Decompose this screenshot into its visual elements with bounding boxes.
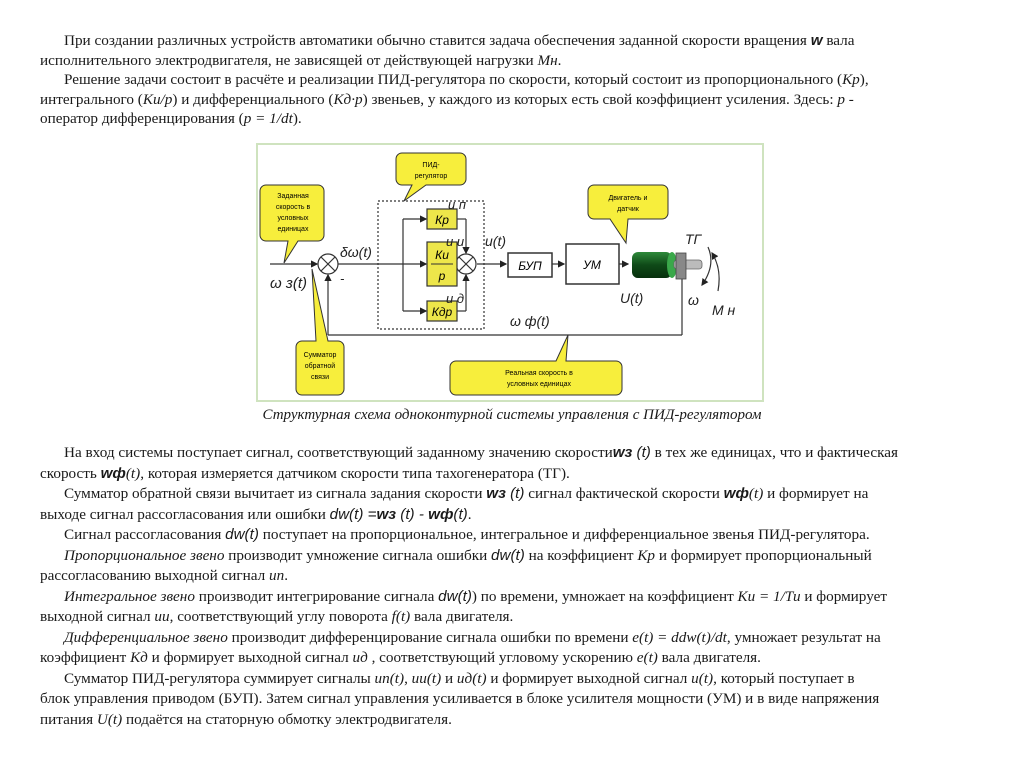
label-w-f: ω ф(t) bbox=[510, 313, 550, 329]
block-kp: Кр bbox=[426, 208, 458, 230]
callout-summator-line: связи bbox=[311, 374, 329, 381]
intro-text: При создании различных устройств автомат… bbox=[40, 31, 1010, 129]
callout-pid-line: регулятор bbox=[415, 173, 448, 180]
callout-setpoint-line: Заданная bbox=[277, 193, 309, 200]
signal-lines bbox=[270, 215, 683, 336]
label-dw: δω(t) bbox=[340, 244, 372, 260]
label-tg: ТГ bbox=[685, 231, 703, 247]
label-U: U(t) bbox=[620, 290, 643, 306]
body-line: Сигнал рассогласования dw(t) поступает н… bbox=[64, 526, 870, 543]
intro-line-3: Решение задачи состоит в расчёте и реали… bbox=[64, 71, 869, 88]
block-kd: Кдр bbox=[426, 300, 458, 322]
label-up: u п bbox=[448, 197, 466, 212]
callout-motor: Двигатель и датчик bbox=[587, 184, 669, 245]
rotation-arrows-icon bbox=[701, 246, 720, 292]
callout-motor-line: Двигатель и bbox=[609, 195, 648, 202]
svg-text:р: р bbox=[438, 269, 446, 283]
callout-real-speed-line: условных единицах bbox=[507, 381, 571, 388]
body-line: коэффициент Кд и формирует выходной сигн… bbox=[40, 649, 761, 666]
callout-real-speed-line: Реальная скорость в bbox=[505, 370, 573, 377]
svg-text:БУП: БУП bbox=[518, 259, 542, 273]
label-minus: - bbox=[340, 271, 345, 286]
body-line: Интегральное звено производит интегриров… bbox=[64, 587, 887, 605]
block-bup: БУП bbox=[507, 252, 553, 278]
callout-setpoint-line: условных bbox=[277, 215, 309, 222]
callout-real-speed: Реальная скорость в условных единицах bbox=[449, 334, 623, 396]
callout-pid-line: ПИД- bbox=[422, 162, 440, 169]
body-line: блок управления приводом (БУП). Затем си… bbox=[40, 690, 880, 707]
block-um: УМ bbox=[565, 243, 620, 285]
svg-text:Кдр: Кдр bbox=[432, 305, 453, 319]
body-line: Дифференциальное звено производит диффер… bbox=[64, 628, 881, 646]
diagram-caption: Структурная схема одноконтурной системы … bbox=[262, 407, 762, 423]
svg-text:Кр: Кр bbox=[435, 213, 449, 227]
callout-motor-line: датчик bbox=[617, 206, 640, 213]
callout-summator: Сумматор обратной связи bbox=[295, 268, 345, 396]
svg-text:Ки: Ки bbox=[435, 248, 449, 262]
callout-summator-line: обратной bbox=[305, 362, 335, 370]
callout-pid: ПИД- регулятор bbox=[395, 152, 467, 202]
body-text: На вход системы поступает сигнал, соотве… bbox=[40, 443, 1010, 730]
body-line: Сумматор обратной связи вычитает из сигн… bbox=[64, 485, 869, 502]
summator-feedback bbox=[317, 253, 339, 275]
label-ud: u д bbox=[446, 291, 464, 306]
body-line: питания U(t) подаётся на статорную обмот… bbox=[40, 710, 452, 728]
body-line: На вход системы поступает сигнал, соотве… bbox=[64, 444, 899, 461]
body-line: выходе сигнал рассогласования или ошибки… bbox=[40, 505, 472, 523]
label-ui: u и bbox=[446, 234, 464, 249]
motor-icon bbox=[632, 252, 703, 280]
summator-pid bbox=[455, 253, 477, 275]
callout-summator-line: Сумматор bbox=[304, 352, 337, 359]
callout-setpoint-line: единицах bbox=[278, 226, 309, 233]
body-line: выходной сигнал uи, соответствующий углу… bbox=[40, 608, 514, 625]
label-w-set: ω з(t) bbox=[270, 275, 307, 292]
body-line: скорость wф(t), которая измеряется датчи… bbox=[40, 464, 570, 482]
pid-frame bbox=[377, 200, 485, 330]
label-omega: ω bbox=[688, 292, 699, 308]
pid-block-diagram: Заданная скорость в условных единицах ПИ… bbox=[256, 143, 764, 402]
body-line: Сумматор ПИД-регулятора суммирует сигнал… bbox=[64, 669, 855, 687]
body-line: Пропорциональное звено производит умноже… bbox=[64, 546, 872, 564]
body-line: рассогласованию выходной сигнал uп. bbox=[40, 567, 289, 584]
intro-line-5: оператор дифференцирования (р = 1/dt). bbox=[40, 110, 302, 127]
label-u: u(t) bbox=[485, 233, 506, 249]
label-mn: М н bbox=[712, 302, 736, 318]
block-ki: Ки р bbox=[426, 241, 458, 287]
callout-setpoint: Заданная скорость в условных единицах bbox=[259, 184, 325, 264]
callout-setpoint-line: скорость в bbox=[276, 204, 311, 211]
intro-line-1: При создании различных устройств автомат… bbox=[64, 32, 855, 49]
intro-line-4: интегрального (Ки/р) и дифференциального… bbox=[40, 90, 854, 108]
svg-text:УМ: УМ bbox=[582, 258, 601, 272]
intro-line-2: исполнительного электродвигателя, не зав… bbox=[40, 51, 562, 69]
